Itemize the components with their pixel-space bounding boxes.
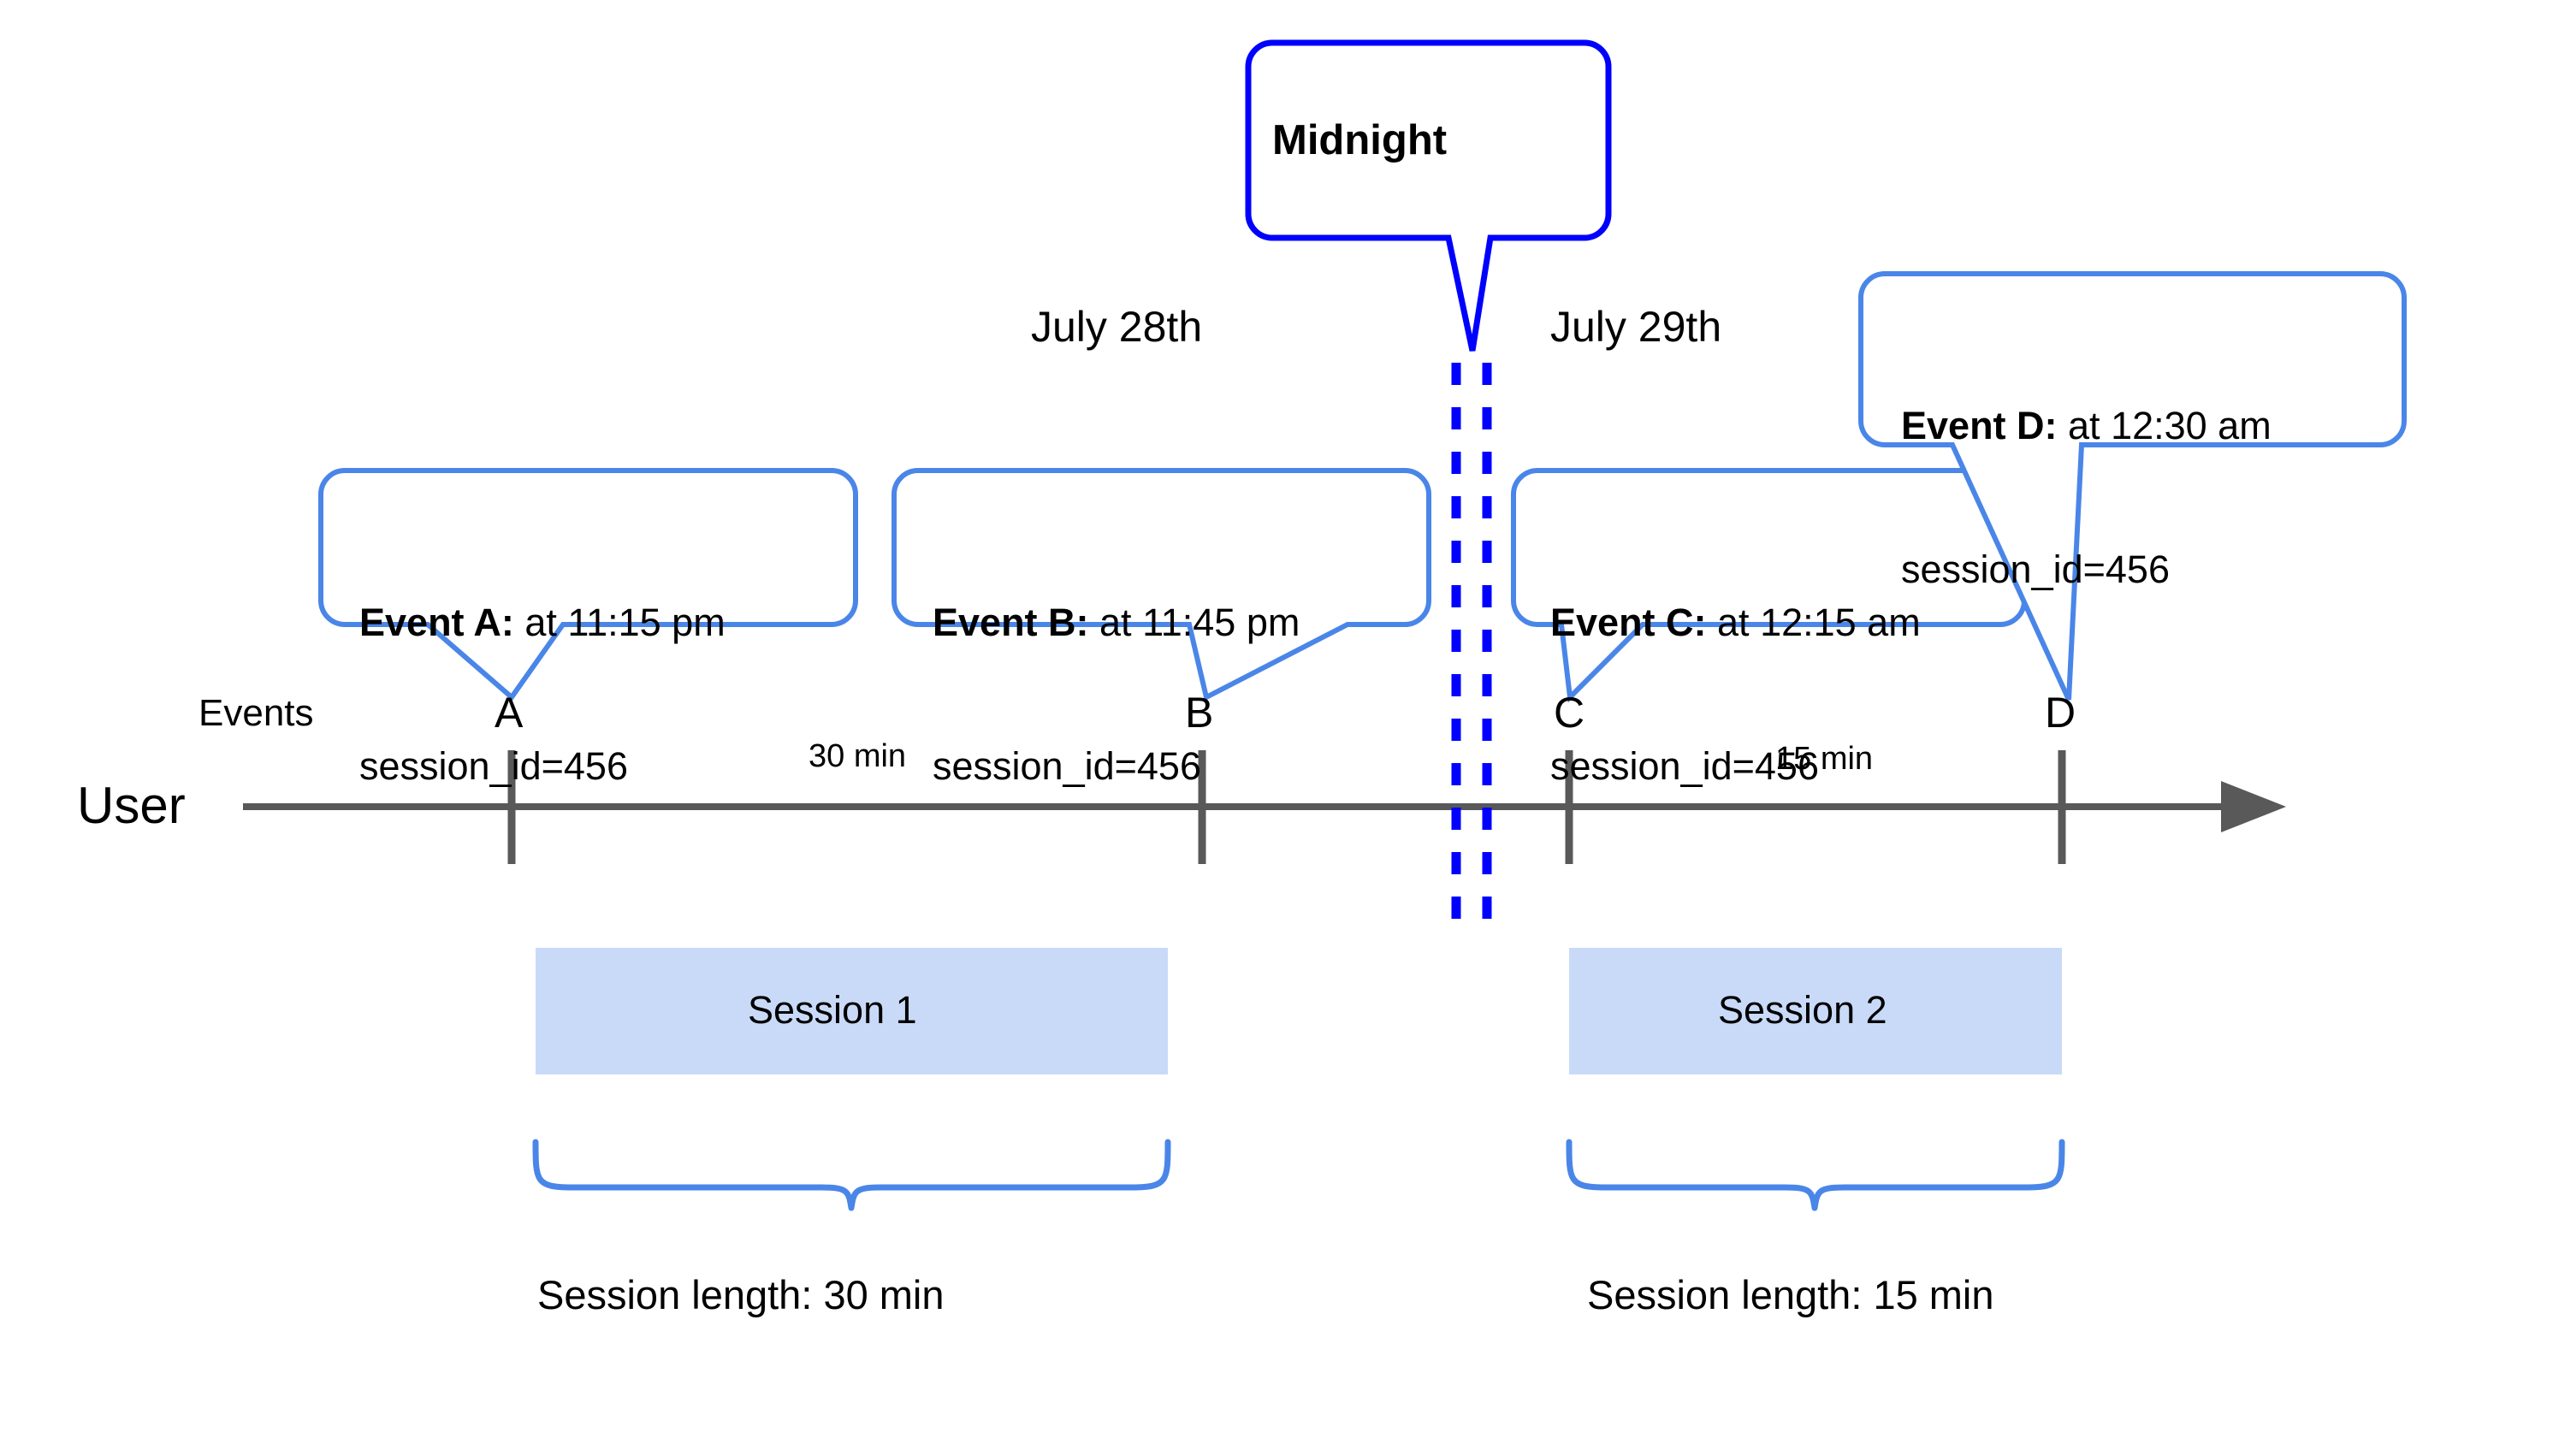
session-2-box — [1569, 948, 2062, 1074]
event-letter-b: B — [1185, 689, 1214, 737]
session-2-label: Session 2 — [1718, 988, 1887, 1032]
midnight-label: Midnight — [1272, 117, 1448, 163]
event-b-title: Event B: — [933, 601, 1089, 644]
event-a-session-id: session_id=456 — [359, 744, 628, 788]
event-letter-c: C — [1554, 689, 1585, 737]
event-d-callout-bubble — [1858, 271, 2407, 701]
gap-label-30-min: 30 min — [809, 738, 907, 774]
event-a-time: at 11:15 pm — [513, 601, 726, 644]
session-1-box — [536, 948, 1168, 1074]
event-a-callout-text: Event A: at 11:15 pm session_id=456 — [359, 503, 726, 886]
session-2-length-label: Session length: 15 min — [1587, 1272, 1994, 1317]
event-d-callout-text: Event D: at 12:30 am session_id=456 — [1901, 306, 2272, 690]
event-c-time: at 12:15 am — [1706, 601, 1921, 644]
event-d-title: Event D: — [1901, 404, 2058, 447]
axis-row-label-user: User — [77, 777, 186, 834]
event-b-time: at 11:45 pm — [1088, 601, 1300, 644]
session-1-brace — [532, 1139, 1171, 1211]
session-2-brace — [1566, 1139, 2065, 1211]
event-d-time: at 12:30 am — [2057, 404, 2272, 447]
event-b-callout-text: Event B: at 11:45 pm session_id=456 — [933, 503, 1300, 886]
event-letter-d: D — [2045, 689, 2076, 737]
timeline-arrow-head — [2221, 781, 2286, 832]
event-b-callout-bubble — [891, 468, 1431, 701]
event-b-session-id: session_id=456 — [933, 744, 1201, 788]
date-label-july-29: July 29th — [1550, 303, 1722, 351]
axis-row-label-events: Events — [198, 692, 314, 734]
date-label-july-28: July 28th — [1031, 303, 1203, 351]
event-c-session-id: session_id=456 — [1550, 744, 1819, 788]
midnight-callout-bubble — [1245, 39, 1612, 352]
session-1-label: Session 1 — [748, 988, 917, 1032]
event-d-session-id: session_id=456 — [1901, 547, 2170, 591]
session-1-length-label: Session length: 30 min — [537, 1272, 945, 1317]
event-c-title: Event C: — [1550, 601, 1707, 644]
event-a-callout-bubble — [318, 468, 858, 701]
event-a-title: Event A: — [359, 601, 514, 644]
event-letter-a: A — [495, 689, 524, 737]
event-c-callout-text: Event C: at 12:15 am session_id=456 — [1550, 503, 1921, 886]
gap-label-15-min: 15 min — [1775, 741, 1874, 777]
